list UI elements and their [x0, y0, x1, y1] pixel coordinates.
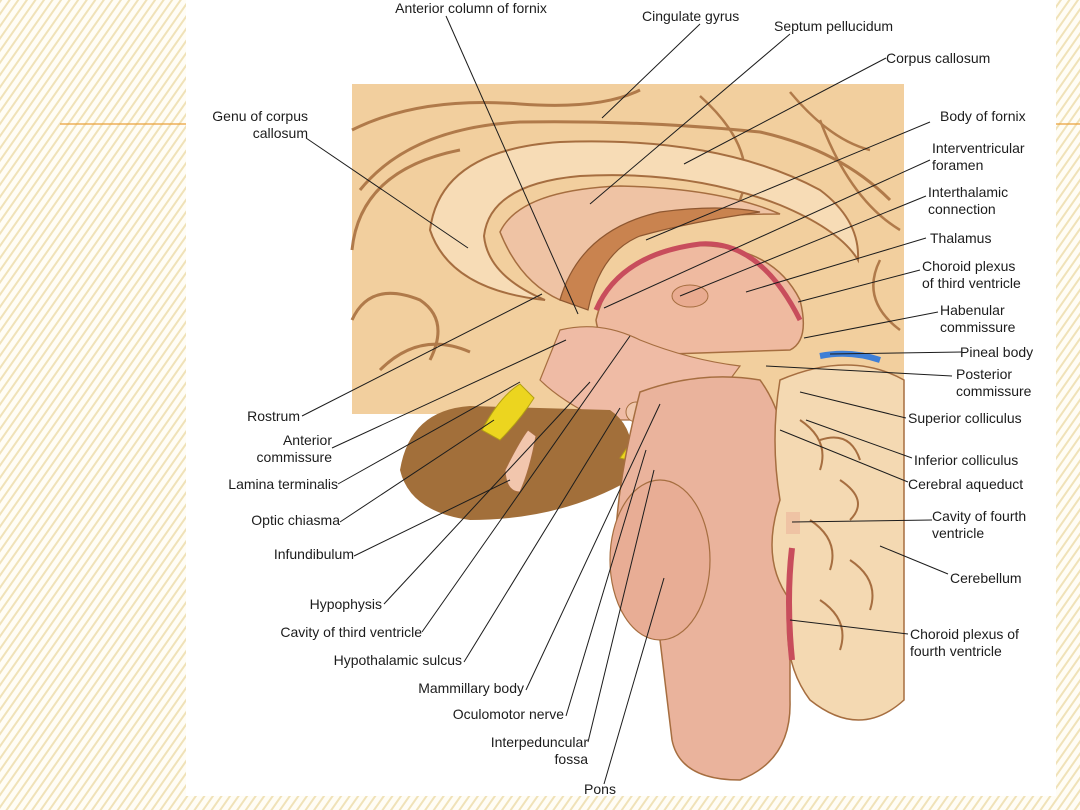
label-hypothalamic-sulcus: Hypothalamic sulcus: [333, 652, 462, 668]
label-inferior-colliculus: Inferior colliculus: [914, 452, 1019, 468]
label-choroid-plexus-third: Choroid plexus of third ventricle: [922, 258, 1021, 291]
infundibulum-shape: [504, 429, 537, 493]
label-interpeduncular-fossa: Interpeduncular fossa: [490, 734, 588, 767]
label-anterior-commissure: Anterior commissure: [256, 432, 332, 465]
label-pineal-body: Pineal body: [960, 344, 1034, 360]
label-anterior-column-of-fornix: Anterior column of fornix: [395, 0, 547, 16]
label-oculomotor-nerve: Oculomotor nerve: [452, 706, 564, 722]
corpus-callosum-arch: [428, 140, 860, 301]
cerebellum-shape: [771, 364, 905, 721]
label-cavity-of-third-ventricle: Cavity of third ventricle: [280, 624, 422, 640]
label-optic-chiasma: Optic chiasma: [251, 512, 340, 528]
cerebellum-folia: [799, 419, 874, 651]
label-cerebral-aqueduct: Cerebral aqueduct: [908, 476, 1024, 492]
label-lamina-terminalis: Lamina terminalis: [228, 476, 338, 492]
pons-bulge: [609, 479, 711, 641]
label-rostrum: Rostrum: [247, 408, 300, 424]
label-superior-colliculus: Superior colliculus: [908, 410, 1022, 426]
optic-chiasma-shape: [481, 383, 535, 441]
label-infundibulum: Infundibulum: [273, 546, 354, 562]
label-interthalamic-connection: Interthalamic connection: [928, 184, 1009, 217]
label-mammillary-body: Mammillary body: [418, 680, 524, 696]
choroid-plexus-fourth-shape: [786, 547, 795, 661]
leader-lines: [301, 15, 963, 785]
label-corpus-callosum: Corpus callosum: [886, 50, 991, 66]
label-genu-of-corpus-callosum: Genu of corpus callosum: [212, 108, 308, 141]
label-pons: Pons: [584, 781, 616, 797]
fourth-ventricle-cavity-mark: [786, 512, 800, 534]
interthalamic-connection-mark: [671, 284, 709, 308]
label-hypophysis: Hypophysis: [309, 596, 382, 612]
fornix: [559, 207, 761, 311]
label-posterior-commissure: Posterior commissure: [956, 366, 1032, 399]
choroid-plexus-third: [593, 241, 803, 322]
label-cingulate-gyrus: Cingulate gyrus: [642, 8, 740, 24]
label-body-of-fornix: Body of fornix: [940, 108, 1026, 124]
label-cavity-of-fourth-ventricle: Cavity of fourth ventricle: [932, 508, 1027, 541]
label-septum-pellucidum: Septum pellucidum: [774, 18, 894, 34]
label-interventricular-foramen: Interventricular foramen: [932, 140, 1025, 173]
label-thalamus: Thalamus: [930, 230, 992, 246]
label-habenular-commissure: Habenular commissure: [940, 302, 1016, 335]
label-choroid-plexus-fourth: Choroid plexus of fourth ventricle: [910, 626, 1019, 659]
label-cerebellum: Cerebellum: [950, 570, 1022, 586]
